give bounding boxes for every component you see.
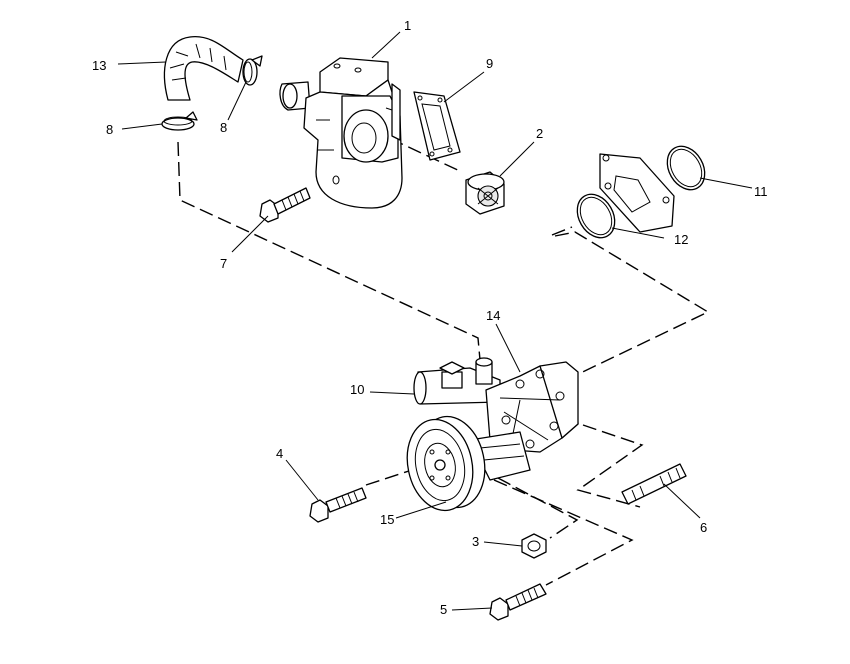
hose-clamp-part-8-lower bbox=[161, 111, 198, 131]
hose-clamp-part-8-upper bbox=[242, 55, 263, 86]
bolt-part-7 bbox=[259, 187, 311, 223]
pulley-part-15 bbox=[406, 415, 486, 512]
callout-4: 4 bbox=[276, 446, 283, 461]
callout-9: 9 bbox=[486, 56, 493, 71]
o-ring-part-12 bbox=[576, 193, 616, 239]
callout-5: 5 bbox=[440, 602, 447, 617]
callout-1: 1 bbox=[404, 18, 411, 33]
callout-10: 10 bbox=[350, 382, 364, 397]
stud-part-6 bbox=[621, 463, 687, 505]
callout-13: 13 bbox=[92, 58, 106, 73]
hose-part-13 bbox=[163, 36, 244, 101]
callout-labels: 1 2 3 4 5 6 7 8 8 9 10 11 12 13 14 15 bbox=[92, 18, 768, 617]
leader-lines bbox=[117, 31, 753, 611]
gasket-part-9 bbox=[413, 91, 461, 161]
callout-8-left: 8 bbox=[106, 122, 113, 137]
callout-11: 11 bbox=[754, 184, 768, 199]
callout-14: 14 bbox=[486, 308, 500, 323]
nut-part-3 bbox=[521, 533, 547, 559]
adapter-plate bbox=[599, 153, 675, 233]
callout-2: 2 bbox=[536, 126, 543, 141]
thermostat-housing-part-1 bbox=[279, 57, 403, 209]
callout-15: 15 bbox=[380, 512, 394, 527]
callout-12: 12 bbox=[674, 232, 688, 247]
bolt-part-4 bbox=[309, 487, 367, 523]
callout-7: 7 bbox=[220, 256, 227, 271]
callout-6: 6 bbox=[700, 520, 707, 535]
callout-8-right: 8 bbox=[220, 120, 227, 135]
callout-3: 3 bbox=[472, 534, 479, 549]
o-ring-part-11 bbox=[666, 145, 706, 191]
thermostat-part-2 bbox=[465, 171, 505, 215]
bolt-part-5 bbox=[489, 583, 547, 621]
